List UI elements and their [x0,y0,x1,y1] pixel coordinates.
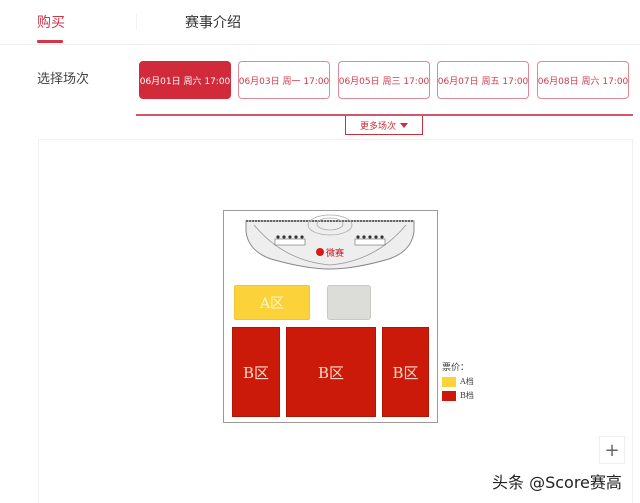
session-option-0605[interactable]: 06月05日 周三 17:00 [338,61,430,99]
tab-event-intro[interactable]: 赛事介绍 [185,15,241,31]
caret-down-icon [400,122,408,128]
tab-divider [136,14,137,30]
venue-map: 微赛 A区 B区 B区 B区 [223,210,438,423]
legend-item-a: A档 [442,376,474,387]
stage-icon: 微赛 [245,214,415,270]
tab-bar: 购买 赛事介绍 [0,0,640,45]
zone-b-right[interactable]: B区 [382,327,429,417]
legend-label-a: A档 [460,377,474,386]
zone-b-center[interactable]: B区 [286,327,376,417]
swatch-tier-a [442,376,456,387]
tab-purchase[interactable]: 购买 [37,15,65,31]
zone-unavailable [327,285,371,320]
svg-text:微赛: 微赛 [326,247,344,259]
zone-b-left[interactable]: B区 [232,327,280,417]
session-option-0603[interactable]: 06月03日 周一 17:00 [238,61,330,99]
price-legend: 票价： A档 B档 [442,360,474,401]
session-divider [136,114,633,116]
zone-a[interactable]: A区 [234,285,310,320]
session-option-0608[interactable]: 06月08日 周六 17:00 [537,61,629,99]
swatch-tier-b [442,390,456,401]
more-sessions-label: 更多场次 [359,121,396,132]
active-tab-indicator [37,40,63,43]
watermark: 头条 @Score赛高 [492,473,622,492]
legend-title: 票价： [442,363,470,373]
session-label: 选择场次 [37,72,90,87]
more-sessions-button[interactable]: 更多场次 [345,116,423,135]
legend-label-b: B档 [460,391,474,400]
zoom-in-button[interactable]: + [599,436,625,464]
session-option-0607[interactable]: 06月07日 周五 17:00 [437,61,529,99]
session-option-0601[interactable]: 06月01日 周六 17:00 [139,61,231,99]
legend-item-b: B档 [442,390,474,401]
